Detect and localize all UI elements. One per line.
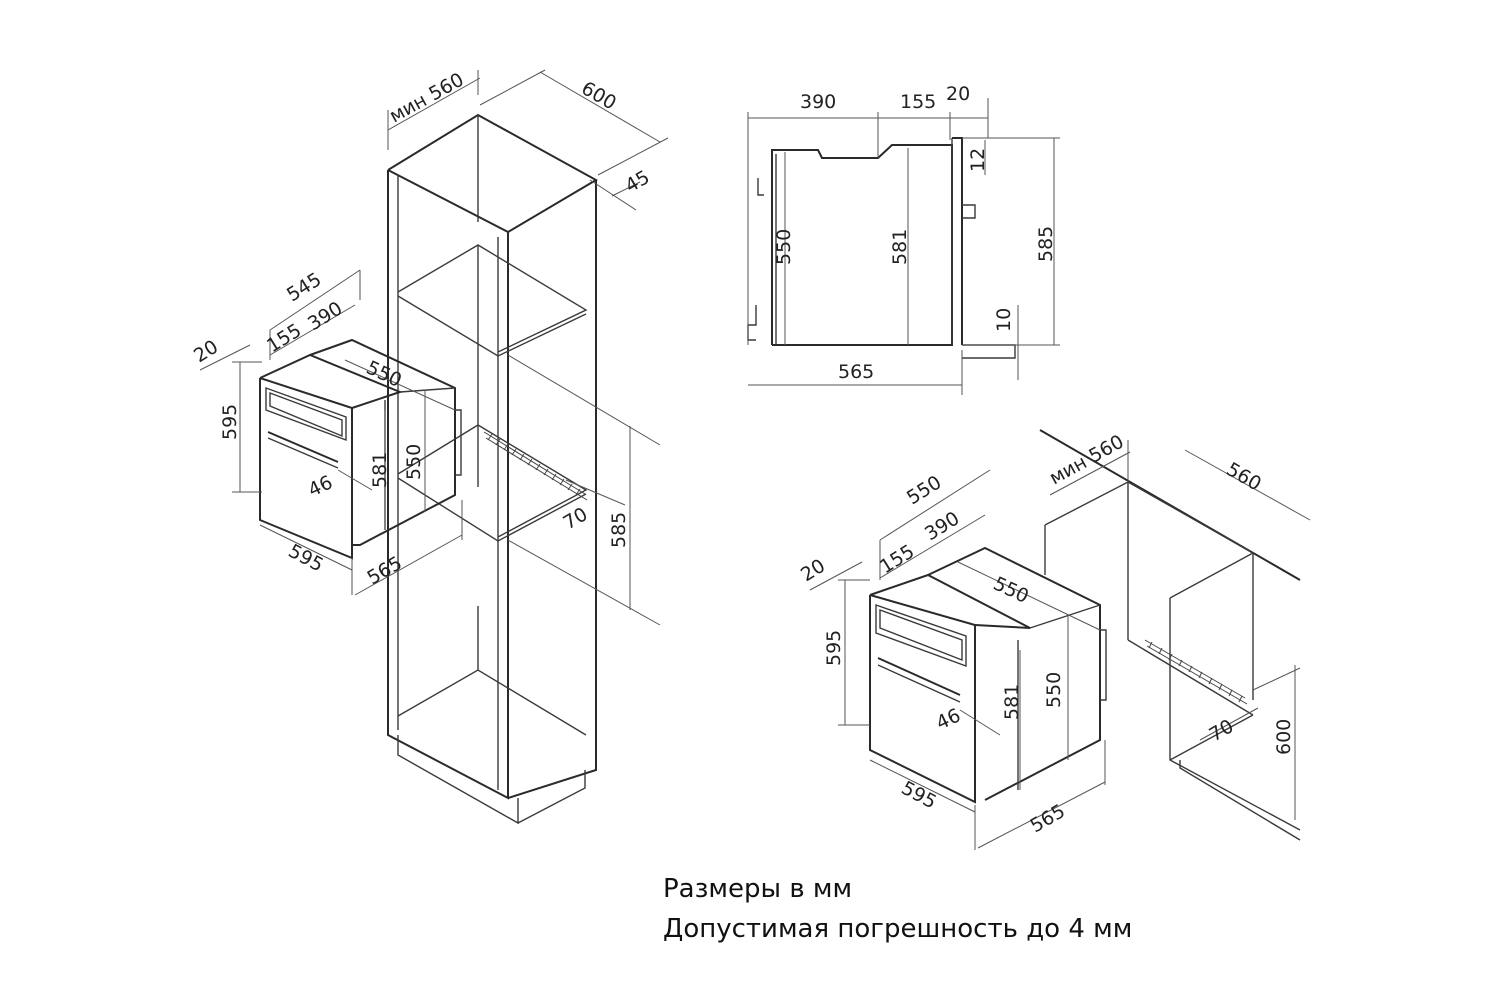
dim-min-560: мин 560: [386, 69, 468, 128]
dim-46-counter: 46: [933, 704, 964, 734]
dim-581-column: 581: [369, 452, 391, 488]
dim-560-counter: 560: [1223, 458, 1265, 495]
dim-70-counter: 70: [1206, 715, 1238, 746]
units-note: Размеры в мм: [663, 874, 853, 904]
dim-595-height-column: 595: [219, 404, 241, 440]
dim-390-counter: 390: [921, 507, 963, 545]
dim-45: 45: [622, 166, 654, 197]
dim-550-depth-counter: 550: [990, 573, 1032, 608]
dim-581-counter: 581: [1001, 684, 1023, 720]
dim-565-side: 565: [838, 361, 874, 383]
dim-581-side: 581: [889, 229, 911, 265]
oven-counter-view: 550 390 155 20 595 595 550 550 581 46 56…: [797, 469, 1107, 850]
oven-side-view: 390 155 20 550 581 12 585 10 565: [747, 83, 1060, 395]
column-cabinet: мин 560 600 45 70 585: [386, 69, 669, 825]
dim-10-side: 10: [993, 308, 1015, 332]
dim-585-column: 585: [608, 512, 630, 548]
dim-550-height-column: 550: [403, 444, 425, 480]
dim-595-height-counter: 595: [823, 630, 845, 666]
dim-545: 545: [283, 268, 325, 306]
dim-155-counter: 155: [876, 540, 918, 578]
dim-155-column: 155: [263, 319, 305, 357]
dim-550-side: 550: [773, 229, 795, 265]
vent-grille: [483, 431, 588, 501]
dim-565-column: 565: [364, 552, 406, 589]
dim-550-height-counter: 550: [1043, 672, 1065, 708]
dim-600-top: 600: [578, 77, 620, 114]
dim-46-column: 46: [305, 471, 336, 501]
tolerance-note: Допустимая погрешность до 4 мм: [663, 914, 1133, 944]
dim-20-column: 20: [190, 336, 222, 367]
dim-20-counter: 20: [797, 555, 829, 586]
vent-grille-counter: [1144, 639, 1248, 705]
dim-12-side: 12: [967, 148, 989, 172]
dim-20-side: 20: [946, 83, 970, 105]
dim-565-counter: 565: [1027, 800, 1069, 837]
counter-cabinet: мин 560 560 70 600: [1039, 429, 1311, 841]
dim-70-column: 70: [560, 503, 592, 534]
dim-585-side: 585: [1035, 226, 1057, 262]
dim-390-side: 390: [800, 91, 836, 113]
dim-600-counter: 600: [1273, 719, 1295, 755]
oven-column-view: 545 390 155 20 595 595 550 550 581 46 56…: [190, 268, 463, 596]
dim-155-side: 155: [900, 91, 936, 113]
dim-550-total-counter: 550: [903, 471, 945, 509]
